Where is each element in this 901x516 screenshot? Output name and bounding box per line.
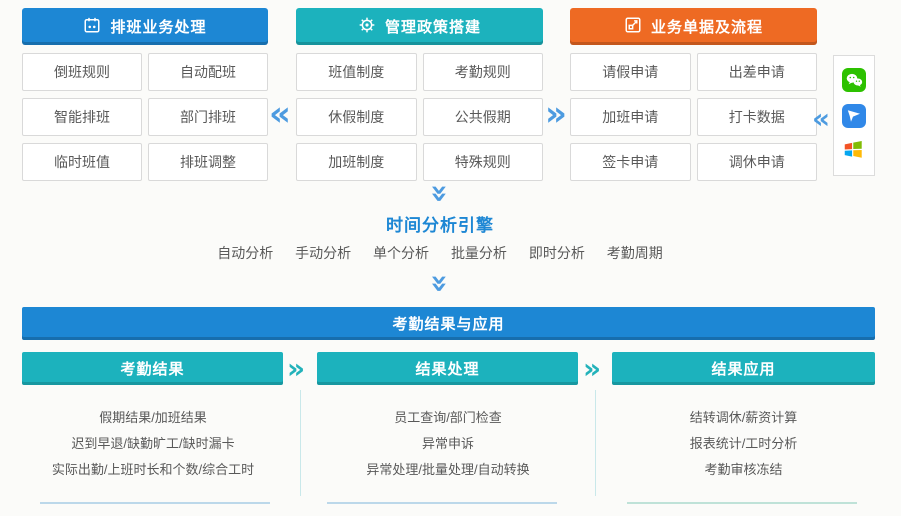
paper-plane-app-icon: [842, 103, 866, 128]
result-col-application-header: 结果应用: [612, 352, 875, 385]
node-vacation-system: 休假制度: [296, 98, 417, 136]
chevron-left-icon: «: [269, 94, 291, 134]
node-temp-shift: 临时班值: [22, 143, 142, 181]
section-title: 排班业务处理: [110, 19, 207, 36]
section-title: 业务单据及流程: [650, 19, 763, 36]
calendar-icon: [83, 16, 101, 38]
column-divider: [595, 390, 596, 496]
list-item: 结转调休/薪资计算: [689, 410, 798, 425]
result-col-processing-header: 结果处理: [317, 352, 578, 385]
node-smart-schedule: 智能排班: [22, 98, 142, 136]
cutoff-box-edge: [40, 502, 270, 504]
node-card-sign-request: 签卡申请: [570, 143, 691, 181]
mode-auto: 自动分析: [217, 245, 274, 261]
chevron-down-icon: »: [422, 183, 458, 204]
engine-modes: 自动分析 手动分析 单个分析 批量分析 即时分析 考勤周期: [0, 243, 880, 263]
channel-icon-box: [833, 55, 875, 176]
list-item: 实际出勤/上班时长和个数/综合工时: [51, 462, 255, 477]
node-dept-schedule: 部门排班: [148, 98, 268, 136]
cutoff-box-edge: [627, 502, 857, 504]
attendance-result-list: 假期结果/加班结果 迟到早退/缺勤旷工/缺时漏卡 实际出勤/上班时长和个数/综合…: [22, 405, 284, 483]
result-processing-list: 员工查询/部门检查 异常申诉 异常处理/批量处理/自动转换: [317, 405, 579, 483]
node-attendance-rule: 考勤规则: [422, 53, 543, 91]
node-overtime-system: 加班制度: [296, 143, 417, 181]
list-item: 假期结果/加班结果: [99, 410, 207, 425]
mode-instant: 即时分析: [528, 245, 585, 261]
section-scheduling-header: 排班业务处理: [22, 8, 268, 45]
gear-icon: [358, 16, 376, 38]
list-item: 异常申诉: [421, 436, 474, 451]
list-item: 异常处理/批量处理/自动转换: [366, 462, 530, 477]
list-item: 员工查询/部门检查: [394, 410, 502, 425]
result-application-list: 结转调休/薪资计算 报表统计/工时分析 考勤审核冻结: [612, 405, 875, 483]
mode-manual: 手动分析: [295, 245, 352, 261]
list-item: 迟到早退/缺勤旷工/缺时漏卡: [71, 436, 235, 451]
chevron-down-icon: »: [422, 273, 458, 294]
list-item: 考勤审核冻结: [704, 462, 783, 477]
documents-grid: 请假申请 出差申请 加班申请 打卡数据 签卡申请 调休申请: [570, 53, 817, 181]
section-policy-header: 管理政策搭建: [296, 8, 543, 45]
chevron-right-icon: »: [583, 352, 602, 385]
windows-icon: [842, 139, 866, 163]
node-comp-leave-request: 调休申请: [696, 143, 817, 181]
column-divider: [300, 390, 301, 496]
section-policy: 管理政策搭建 班值制度 考勤规则 休假制度 公共假期 加班制度 特殊规则: [296, 8, 543, 181]
result-col-attendance-header: 考勤结果: [22, 352, 283, 385]
node-auto-assign: 自动配班: [148, 53, 268, 91]
policy-grid: 班值制度 考勤规则 休假制度 公共假期 加班制度 特殊规则: [296, 53, 543, 181]
section-documents-header: 业务单据及流程: [570, 8, 817, 45]
wechat-icon: [842, 67, 866, 92]
list-item: 报表统计/工时分析: [689, 436, 798, 451]
flow-down-2: »: [0, 266, 880, 301]
section-title: 管理政策搭建: [384, 19, 481, 36]
cutoff-box-edge: [327, 502, 557, 504]
chevron-left-icon: «: [812, 102, 831, 135]
mode-batch: 批量分析: [450, 245, 507, 261]
mode-cycle: 考勤周期: [606, 245, 663, 261]
results-banner: 考勤结果与应用: [22, 307, 875, 340]
node-overtime-request: 加班申请: [570, 98, 691, 136]
node-schedule-adjust: 排班调整: [148, 143, 268, 181]
chevron-right-icon: »: [545, 94, 567, 134]
flow-down-1: »: [0, 176, 880, 211]
node-trip-request: 出差申请: [696, 53, 817, 91]
form-flow-icon: [624, 16, 642, 38]
node-shift-rule: 倒班规则: [22, 53, 142, 91]
node-punch-data: 打卡数据: [696, 98, 817, 136]
node-special-rule: 特殊规则: [422, 143, 543, 181]
engine-title: 时间分析引擎: [386, 216, 494, 235]
node-shift-system: 班值制度: [296, 53, 417, 91]
section-scheduling: 排班业务处理 倒班规则 自动配班 智能排班 部门排班 临时班值 排班调整: [22, 8, 268, 181]
section-documents: 业务单据及流程 请假申请 出差申请 加班申请 打卡数据 签卡申请 调休申请: [570, 8, 817, 181]
scheduling-grid: 倒班规则 自动配班 智能排班 部门排班 临时班值 排班调整: [22, 53, 268, 181]
node-public-holiday: 公共假期: [422, 98, 543, 136]
mode-single: 单个分析: [373, 245, 430, 261]
node-leave-request: 请假申请: [570, 53, 691, 91]
chevron-right-icon: »: [287, 352, 306, 385]
